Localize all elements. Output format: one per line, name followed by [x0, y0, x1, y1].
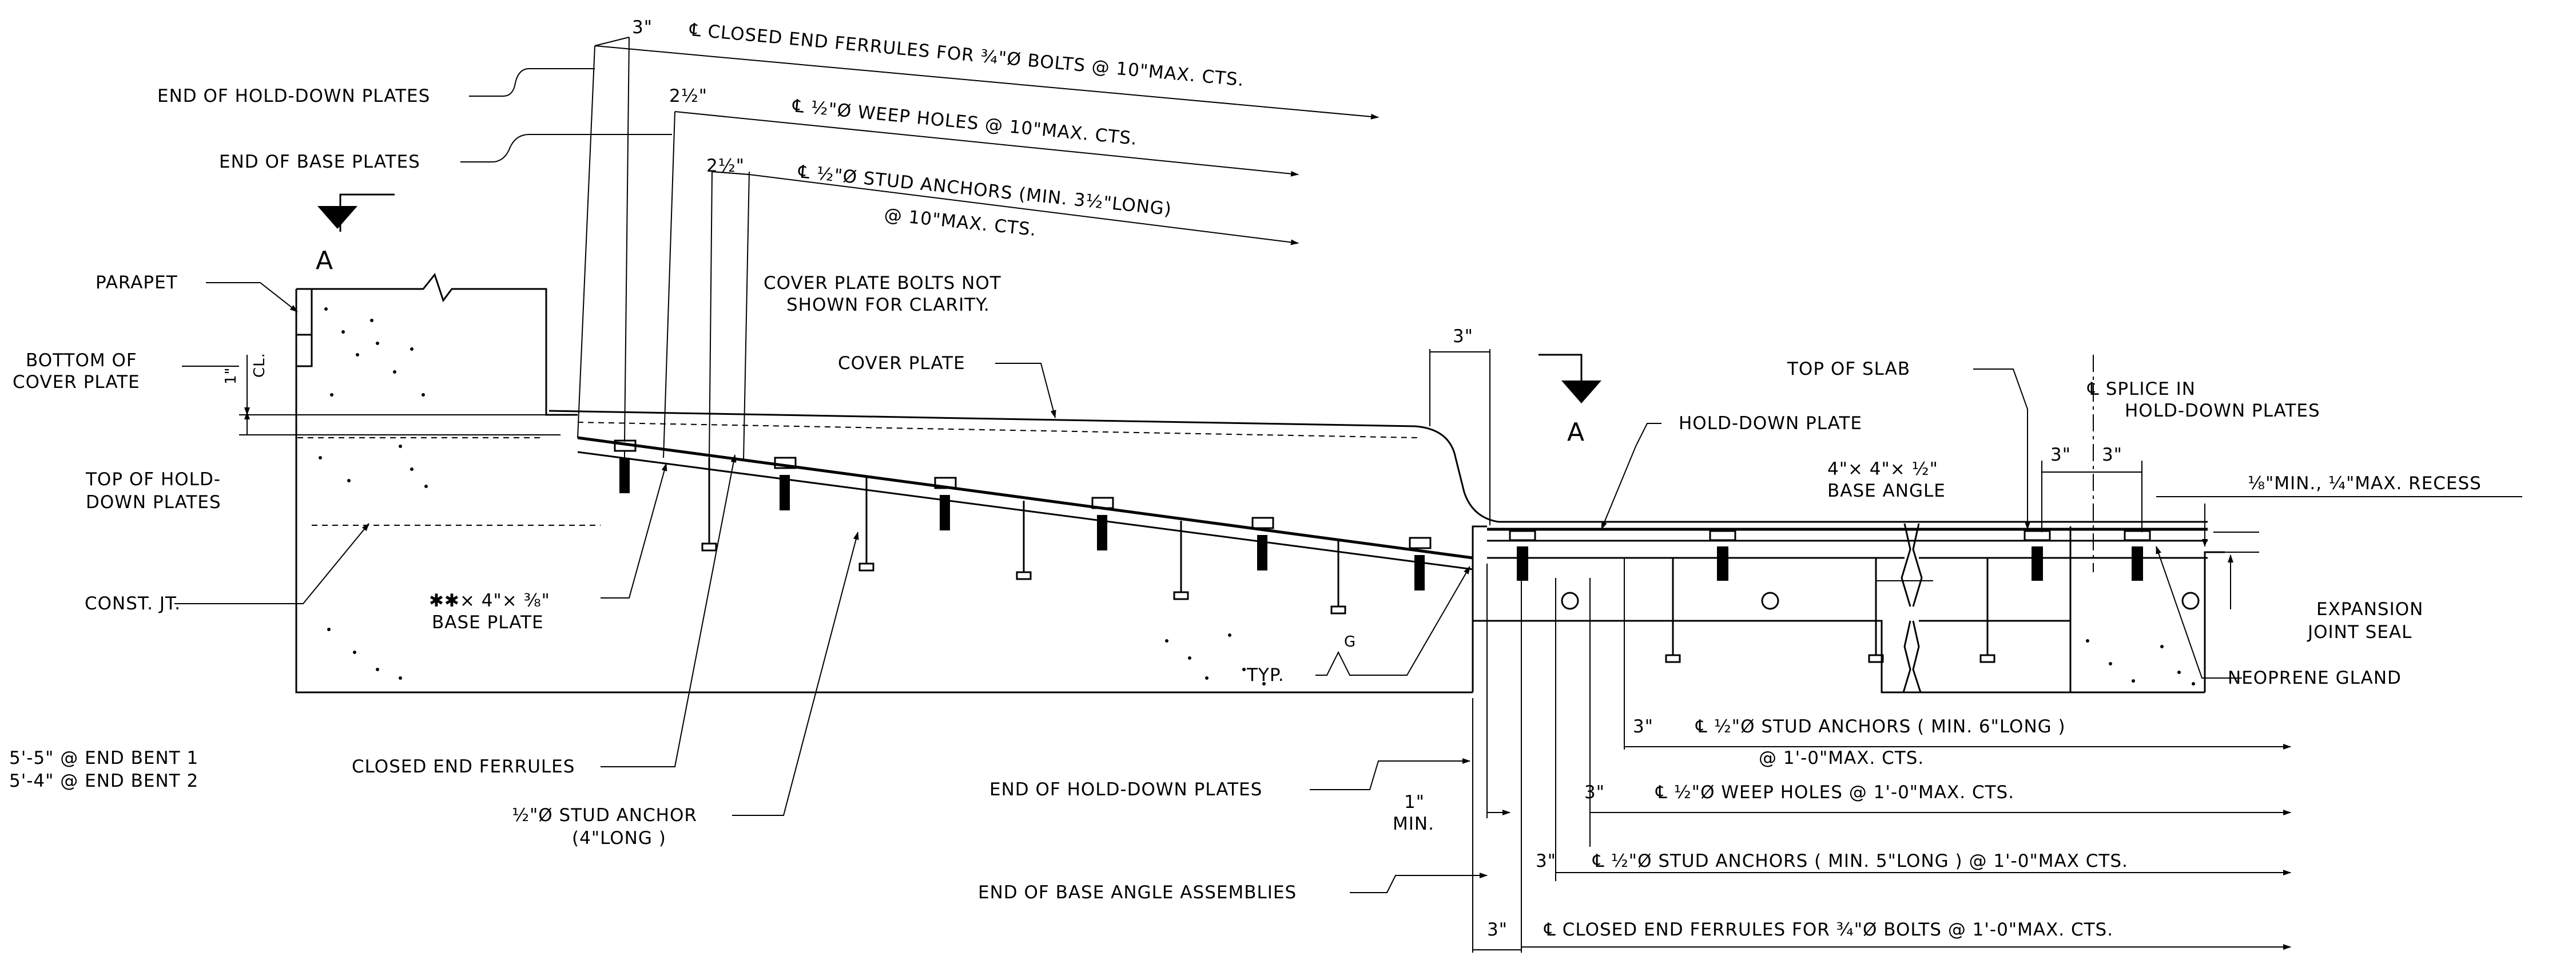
flat-bolts	[1509, 530, 2200, 663]
label-base-plate-1: ✱✱× 4"× ⅜"	[429, 590, 550, 611]
sloped-bolts	[614, 439, 1432, 590]
label-end-base-angle: END OF BASE ANGLE ASSEMBLIES	[978, 882, 1297, 903]
label-typ: TYP.	[1246, 665, 1285, 685]
label-min-2: MIN.	[1393, 814, 1434, 834]
sloped-studs	[701, 458, 1346, 615]
label-hold-down-plate: HOLD-DOWN PLATE	[1679, 413, 1862, 434]
label-parapet: PARAPET	[96, 272, 178, 293]
note-bot-weep: ℄ ½"Ø WEEP HOLES @ 1'-0"MAX. CTS.	[1655, 782, 2014, 803]
labels: END OF HOLD-DOWN PLATES END OF BASE PLAT…	[9, 17, 2482, 940]
label-stud-anchor-2: (4"LONG )	[572, 828, 666, 849]
dim-bot-3in-c: 3"	[1536, 851, 1556, 871]
reference-lines	[239, 414, 2522, 553]
label-cover-plate: COVER PLATE	[838, 353, 965, 374]
dim-cover-3in: 3"	[1453, 326, 1473, 347]
label-cover-note-2: SHOWN FOR CLARITY.	[786, 295, 990, 315]
label-end-hold-down-bottom: END OF HOLD-DOWN PLATES	[989, 779, 1262, 800]
dim-top-2half-b: 2½"	[706, 156, 745, 176]
label-cover-note-1: COVER PLATE BOLTS NOT	[764, 273, 1001, 294]
dim-splice-3in-b: 3"	[2102, 445, 2122, 465]
right-leaders	[1310, 368, 2242, 893]
label-top-hold-2: DOWN PLATES	[86, 492, 221, 513]
label-base-plate-2: BASE PLATE	[432, 612, 544, 633]
label-splice-2: HOLD-DOWN PLATES	[2125, 401, 2320, 421]
section-cut-marks	[317, 193, 1601, 403]
dim-bot-3in-d: 3"	[1487, 920, 1508, 940]
note-top-studs-a: ℄ ½"Ø STUD ANCHORS (MIN. 3½"LONG)	[797, 161, 1172, 220]
label-cl-small: CL.	[251, 352, 268, 378]
label-recess: ⅛"MIN., ¼"MAX. RECESS	[2248, 473, 2482, 494]
dim-bot-3in-b: 3"	[1584, 782, 1605, 803]
label-stud-anchor-1: ½"Ø STUD ANCHOR	[512, 805, 697, 826]
label-const-jt: CONST. JT.	[85, 593, 181, 614]
note-top-studs-b: @ 10"MAX. CTS.	[883, 204, 1037, 240]
dim-bot-3in-a: 3"	[1633, 716, 1653, 737]
concrete-outline	[295, 272, 2225, 693]
label-splice-1: ℄ SPLICE IN	[2087, 379, 2196, 399]
top-dimension-leaders	[594, 37, 1379, 245]
label-end-bent-2: 5'-4" @ END BENT 2	[9, 771, 198, 791]
label-min-1: 1"	[1404, 792, 1425, 813]
label-base-angle-1: 4"× 4"× ½"	[1827, 459, 1938, 479]
label-bottom-cover-2: COVER PLATE	[13, 372, 140, 393]
bottom-dimension-lines	[1430, 351, 2291, 950]
label-end-base-plates: END OF BASE PLATES	[219, 152, 420, 172]
left-leaders	[174, 68, 1056, 816]
note-bot-studs-a: ℄ ½"Ø STUD ANCHORS ( MIN. 6"LONG )	[1695, 716, 2066, 737]
note-bot-studs-b: @ 1'-0"MAX. CTS.	[1759, 748, 1924, 768]
label-end-hold-down-top: END OF HOLD-DOWN PLATES	[157, 86, 430, 106]
label-bottom-cover-1: BOTTOM OF	[26, 350, 137, 371]
label-expansion-1: EXPANSION	[2316, 599, 2423, 620]
label-one-inch-small: 1"	[222, 367, 240, 385]
label-neoprene: NEOPRENE GLAND	[2228, 668, 2402, 688]
concrete-stipple	[319, 307, 2195, 685]
label-closed-end-ferrules: CLOSED END FERRULES	[352, 756, 575, 777]
dim-splice-3in-a: 3"	[2050, 445, 2071, 465]
dim-top-2half-a: 2½"	[669, 86, 707, 106]
label-top-hold-1: TOP OF HOLD-	[85, 469, 221, 490]
note-bot-studs-c: ℄ ½"Ø STUD ANCHORS ( MIN. 5"LONG ) @ 1'-…	[1592, 851, 2128, 871]
label-base-angle-2: BASE ANGLE	[1827, 481, 1946, 501]
label-end-bent-1: 5'-5" @ END BENT 1	[9, 748, 198, 768]
label-weld-g: G	[1344, 633, 1356, 651]
note-bot-ferrules: ℄ CLOSED END FERRULES FOR ¾"Ø BOLTS @ 1'…	[1544, 920, 2113, 940]
dim-top-3in: 3"	[632, 17, 653, 38]
extension-lines	[577, 37, 2142, 953]
label-section-a-left: A	[316, 246, 333, 275]
label-section-a-right: A	[1567, 418, 1585, 447]
sloped-base-plate-assembly	[548, 410, 2208, 570]
label-expansion-2: JOINT SEAL	[2307, 622, 2412, 643]
label-top-of-slab: TOP OF SLAB	[1787, 359, 1910, 379]
